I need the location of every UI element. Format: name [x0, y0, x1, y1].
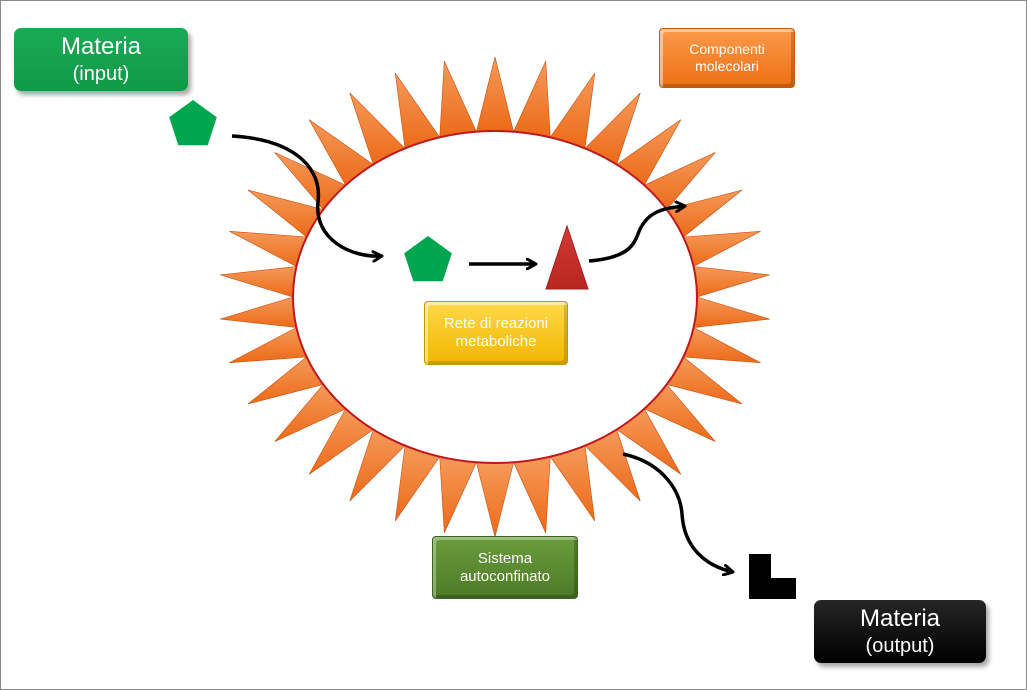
- membrane-spike: [549, 445, 595, 521]
- membrane-spike: [220, 296, 297, 328]
- membrane-spike: [693, 266, 770, 298]
- sistema-autoconfinato-label: Sistema autoconfinato: [432, 536, 578, 599]
- materia-output-subtitle: (output): [865, 634, 935, 657]
- membrane-spike: [395, 445, 441, 521]
- output-molecule-block-icon: [749, 554, 796, 599]
- membrane-spike: [395, 73, 441, 149]
- membrane-spike: [476, 461, 514, 538]
- materia-output-title: Materia: [859, 605, 941, 633]
- membrane-spike: [682, 327, 761, 363]
- materia-output-label: Materia (output): [814, 600, 986, 663]
- componenti-line1: Componenti: [689, 41, 765, 58]
- input-arrow: [231, 134, 382, 256]
- componenti-line2: molecolari: [695, 58, 759, 74]
- membrane-spike: [229, 327, 308, 363]
- membrane-spike: [476, 56, 514, 132]
- materia-input-subtitle: (input): [72, 62, 130, 85]
- sistema-line2: autoconfinato: [459, 567, 551, 585]
- input-molecule-pentagon-icon: [169, 100, 217, 146]
- product-molecule-triangle-icon: [545, 224, 589, 290]
- membrane-spike: [693, 296, 770, 328]
- membrane-spike: [549, 73, 595, 149]
- materia-input-label: Materia (input): [14, 28, 188, 91]
- cell-membrane: [292, 130, 698, 464]
- rete-line2: metaboliche: [455, 333, 537, 350]
- inner-molecule-pentagon-icon: [404, 236, 452, 282]
- sistema-line1: Sistema: [477, 549, 533, 567]
- component-arrow: [588, 206, 685, 263]
- materia-input-title: Materia: [60, 33, 142, 61]
- rete-reazioni-label: Rete di reazioni metaboliche: [424, 301, 568, 365]
- membrane-spike: [439, 60, 477, 138]
- rete-line1: Rete di reazioni: [443, 315, 549, 332]
- membrane-spike: [439, 456, 477, 534]
- componenti-molecolari-label: Componenti molecolari: [659, 28, 795, 88]
- membrane-spike: [513, 456, 551, 534]
- membrane-spike: [682, 231, 761, 267]
- membrane-spike: [229, 231, 308, 267]
- membrane-spike: [513, 60, 551, 138]
- membrane-spike: [220, 266, 297, 298]
- output-arrow: [622, 452, 733, 572]
